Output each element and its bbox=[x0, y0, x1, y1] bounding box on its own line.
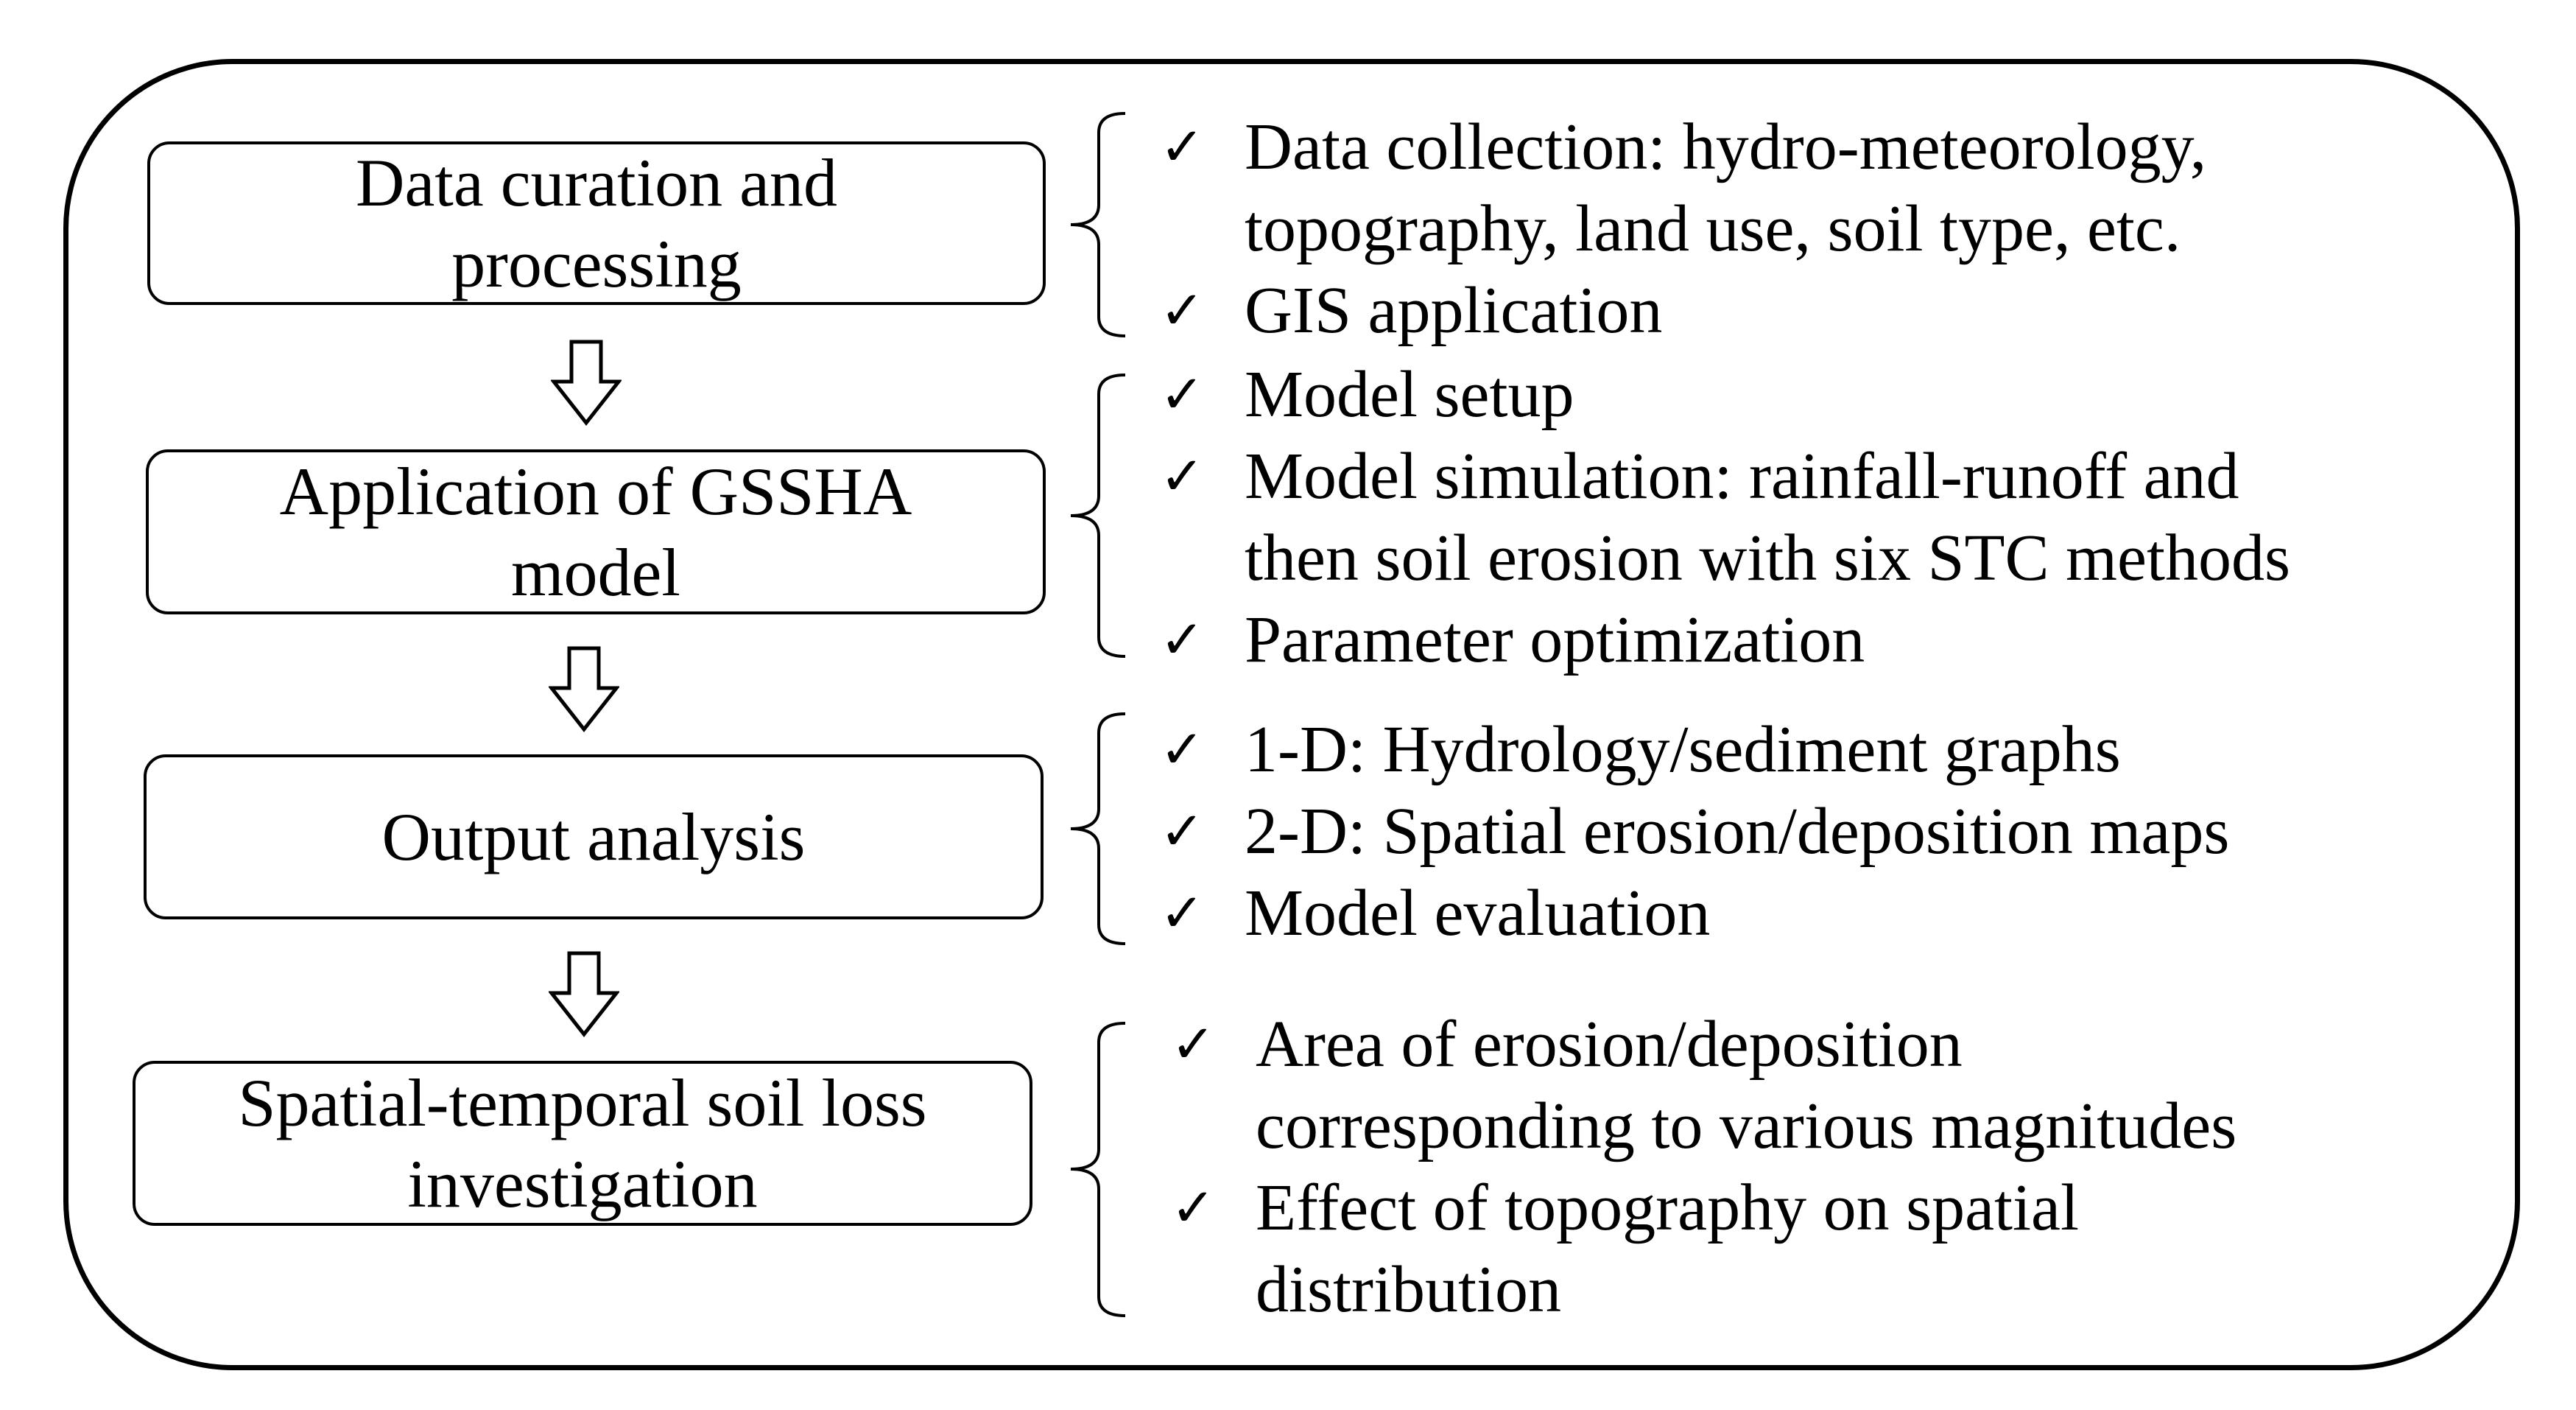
checklist-item: ✓ Area of erosion/deposition correspondi… bbox=[1171, 1003, 2237, 1167]
stage-label-line: investigation bbox=[407, 1146, 758, 1221]
checklist-item: ✓ Parameter optimization bbox=[1160, 599, 2290, 681]
left-curly-brace-icon bbox=[1070, 373, 1126, 658]
checklist-item-line: GIS application bbox=[1245, 274, 1663, 347]
check-mark-icon: ✓ bbox=[1171, 1176, 1216, 1238]
stage-box-soil-loss-investigation: Spatial-temporal soil loss investigation bbox=[133, 1061, 1032, 1226]
stage-checklist: ✓ 1-D: Hydrology/sediment graphs ✓ 2-D: … bbox=[1160, 709, 2229, 954]
stage-label: Application of GSSHA model bbox=[280, 451, 912, 613]
stage-label-line: Output analysis bbox=[381, 799, 806, 874]
stage-label-line: processing bbox=[451, 226, 742, 301]
stage-box-output-analysis: Output analysis bbox=[144, 754, 1044, 919]
left-curly-brace-icon bbox=[1070, 712, 1126, 945]
stage-label: Spatial-temporal soil loss investigation bbox=[238, 1062, 926, 1224]
stage-box-gssha-application: Application of GSSHA model bbox=[146, 449, 1046, 614]
checklist-item-line: Model evaluation bbox=[1245, 877, 1711, 950]
check-mark-icon: ✓ bbox=[1160, 363, 1205, 425]
stage-checklist: ✓ Area of erosion/deposition correspondi… bbox=[1171, 1003, 2237, 1330]
stage-label: Output analysis bbox=[382, 796, 806, 877]
check-mark-icon: ✓ bbox=[1160, 718, 1205, 780]
stage-box-data-curation: Data curation and processing bbox=[147, 141, 1046, 305]
checklist-item-line: Data collection: hydro-meteorology, bbox=[1245, 111, 2207, 183]
check-mark-icon: ✓ bbox=[1171, 1013, 1216, 1075]
checklist-item: ✓ 1-D: Hydrology/sediment graphs bbox=[1160, 709, 2229, 790]
check-mark-icon: ✓ bbox=[1160, 608, 1205, 670]
checklist-item-line: 1-D: Hydrology/sediment graphs bbox=[1245, 713, 2121, 786]
checklist-item-line: Model setup bbox=[1245, 358, 1574, 431]
hollow-down-arrow-icon bbox=[551, 340, 622, 427]
check-mark-icon: ✓ bbox=[1160, 279, 1205, 341]
checklist-item-line: distribution bbox=[1256, 1253, 1562, 1326]
outer-frame bbox=[63, 59, 2520, 1370]
check-mark-icon: ✓ bbox=[1160, 882, 1205, 944]
checklist-item-line: corresponding to various magnitudes bbox=[1256, 1090, 2237, 1162]
checklist-item: ✓ 2-D: Spatial erosion/deposition maps bbox=[1160, 790, 2229, 872]
check-mark-icon: ✓ bbox=[1160, 800, 1205, 862]
checklist-item-line: Parameter optimization bbox=[1245, 603, 1865, 676]
stage-label-line: Spatial-temporal soil loss bbox=[238, 1065, 927, 1140]
stage-label: Data curation and processing bbox=[356, 142, 837, 304]
stage-label-line: Data curation and bbox=[356, 145, 837, 220]
check-mark-icon: ✓ bbox=[1160, 116, 1205, 178]
left-curly-brace-icon bbox=[1070, 1022, 1126, 1317]
checklist-item-line: Area of erosion/deposition bbox=[1256, 1008, 1963, 1081]
checklist-item: ✓ GIS application bbox=[1160, 270, 2206, 351]
checklist-item-line: Model simulation: rainfall-runoff and bbox=[1245, 440, 2239, 513]
left-curly-brace-icon bbox=[1070, 112, 1126, 337]
checklist-item-line: 2-D: Spatial erosion/deposition maps bbox=[1245, 795, 2230, 868]
checklist-item: ✓ Model evaluation bbox=[1160, 872, 2229, 954]
checklist-item-line: then soil erosion with six STC methods bbox=[1245, 522, 2291, 594]
stage-label-line: Application of GSSHA bbox=[279, 454, 912, 529]
checklist-item-line: Effect of topography on spatial bbox=[1256, 1171, 2080, 1244]
hollow-down-arrow-icon bbox=[549, 951, 619, 1038]
stage-label-line: model bbox=[511, 535, 680, 610]
checklist-item-line: topography, land use, soil type, etc. bbox=[1245, 192, 2181, 265]
checklist-item: ✓ Model simulation: rainfall-runoff and … bbox=[1160, 435, 2290, 599]
stage-checklist: ✓ Model setup ✓ Model simulation: rainfa… bbox=[1160, 354, 2290, 681]
stage-checklist: ✓ Data collection: hydro-meteorology, to… bbox=[1160, 106, 2206, 351]
checklist-item: ✓ Data collection: hydro-meteorology, to… bbox=[1160, 106, 2206, 270]
check-mark-icon: ✓ bbox=[1160, 445, 1205, 507]
checklist-item: ✓ Model setup bbox=[1160, 354, 2290, 435]
hollow-down-arrow-icon bbox=[549, 646, 619, 733]
checklist-item: ✓ Effect of topography on spatial distri… bbox=[1171, 1167, 2237, 1330]
